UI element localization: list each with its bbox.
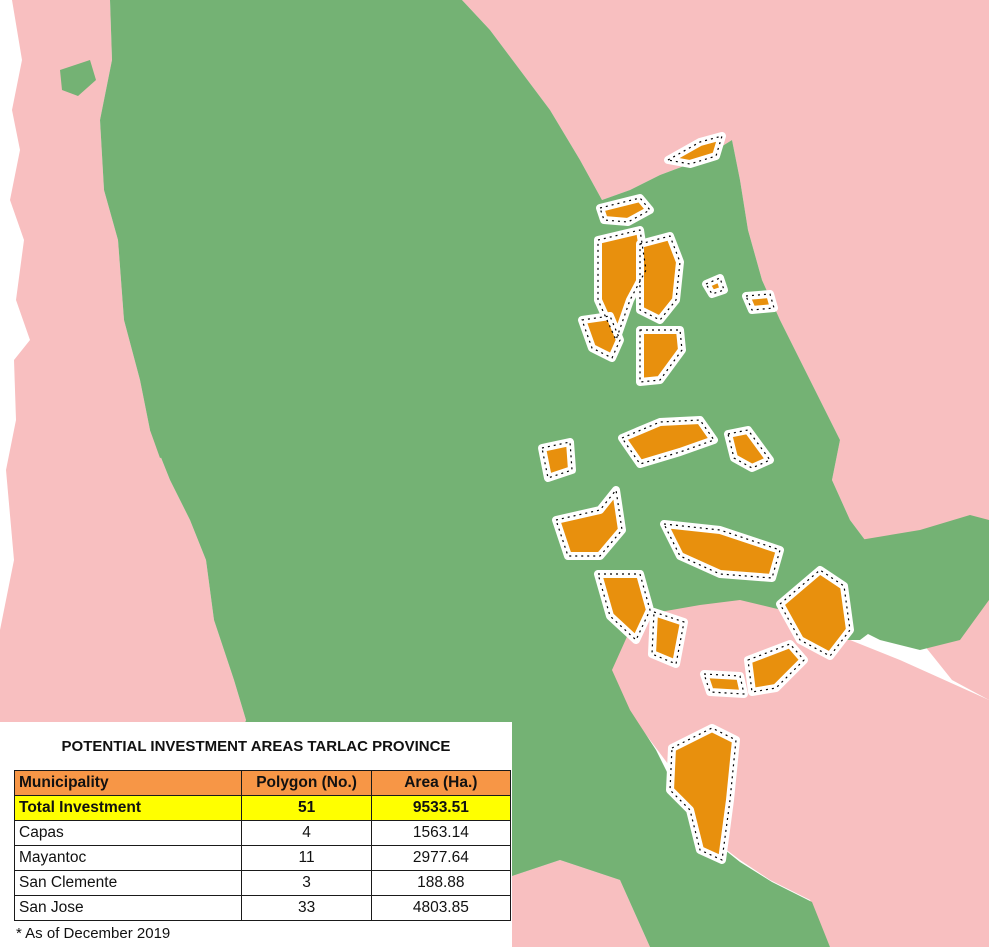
municipality-name: San Clemente [13, 870, 243, 896]
table-row: Mayantoc 11 2977.64 [13, 845, 512, 871]
outline-7 [541, 441, 573, 479]
investment-area-7 [538, 438, 576, 482]
investment-area-18 [702, 274, 728, 298]
table-row: San Jose 33 4803.85 [13, 895, 512, 921]
column-header-polygons: Polygon (No.) [241, 770, 372, 796]
west-neighbor-region [0, 0, 246, 947]
legend-panel: POTENTIAL INVESTMENT AREAS TARLAC PROVIN… [0, 722, 512, 947]
province-area [100, 0, 900, 947]
investment-area-19 [742, 290, 778, 314]
area-value: 2977.64 [370, 845, 512, 871]
investment-area-12 [594, 570, 654, 644]
outline-17 [669, 727, 737, 861]
outline-13 [651, 611, 685, 665]
investment-area-11 [660, 520, 784, 582]
area-value: 4803.85 [370, 895, 512, 921]
outline-9 [727, 429, 771, 469]
tarlac-province [60, 0, 989, 947]
south-neighbor-region [600, 590, 989, 947]
municipality-name: Mayantoc [13, 845, 243, 871]
outline-4 [639, 235, 681, 321]
polygon-count: 33 [241, 895, 372, 921]
municipality-name: San Jose [13, 895, 243, 921]
total-polygons: 51 [241, 795, 372, 821]
outline-6 [639, 329, 683, 383]
investment-table: Municipality Polygon (No.) Area (Ha.) To… [13, 770, 512, 921]
table-row: Capas 4 1563.14 [13, 820, 512, 846]
outline-3 [597, 229, 647, 341]
outline-15 [703, 673, 745, 695]
polygon-count: 4 [241, 820, 372, 846]
polygon-count: 3 [241, 870, 372, 896]
investment-polygon-outlines [541, 135, 851, 861]
table-header-row: Municipality Polygon (No.) Area (Ha.) [13, 770, 512, 796]
investment-area-8 [618, 416, 718, 468]
outline-16 [747, 643, 805, 693]
investment-area-10 [552, 486, 626, 560]
legend-title: POTENTIAL INVESTMENT AREAS TARLAC PROVIN… [61, 738, 451, 755]
total-row: Total Investment 51 9533.51 [13, 795, 512, 821]
footnote: * As of December 2019 [16, 925, 171, 942]
total-area: 9533.51 [370, 795, 512, 821]
west-green-patch-2 [150, 245, 176, 280]
column-header-area: Area (Ha.) [370, 770, 512, 796]
polygon-count: 11 [241, 845, 372, 871]
column-header-municipality: Municipality [13, 770, 243, 796]
west-green-patch-3 [150, 430, 180, 458]
total-label: Total Investment [13, 795, 243, 821]
investment-area-4 [636, 232, 684, 324]
area-value: 188.88 [370, 870, 512, 896]
municipality-name: Capas [13, 820, 243, 846]
west-green-patch [60, 60, 96, 96]
table-row: San Clemente 3 188.88 [13, 870, 512, 896]
area-value: 1563.14 [370, 820, 512, 846]
north-neighbor-region [462, 0, 989, 700]
investment-area-13 [648, 608, 688, 668]
investment-area-15 [700, 670, 748, 698]
outline-2 [599, 197, 651, 223]
outline-14 [779, 569, 851, 657]
outline-1 [667, 135, 723, 165]
